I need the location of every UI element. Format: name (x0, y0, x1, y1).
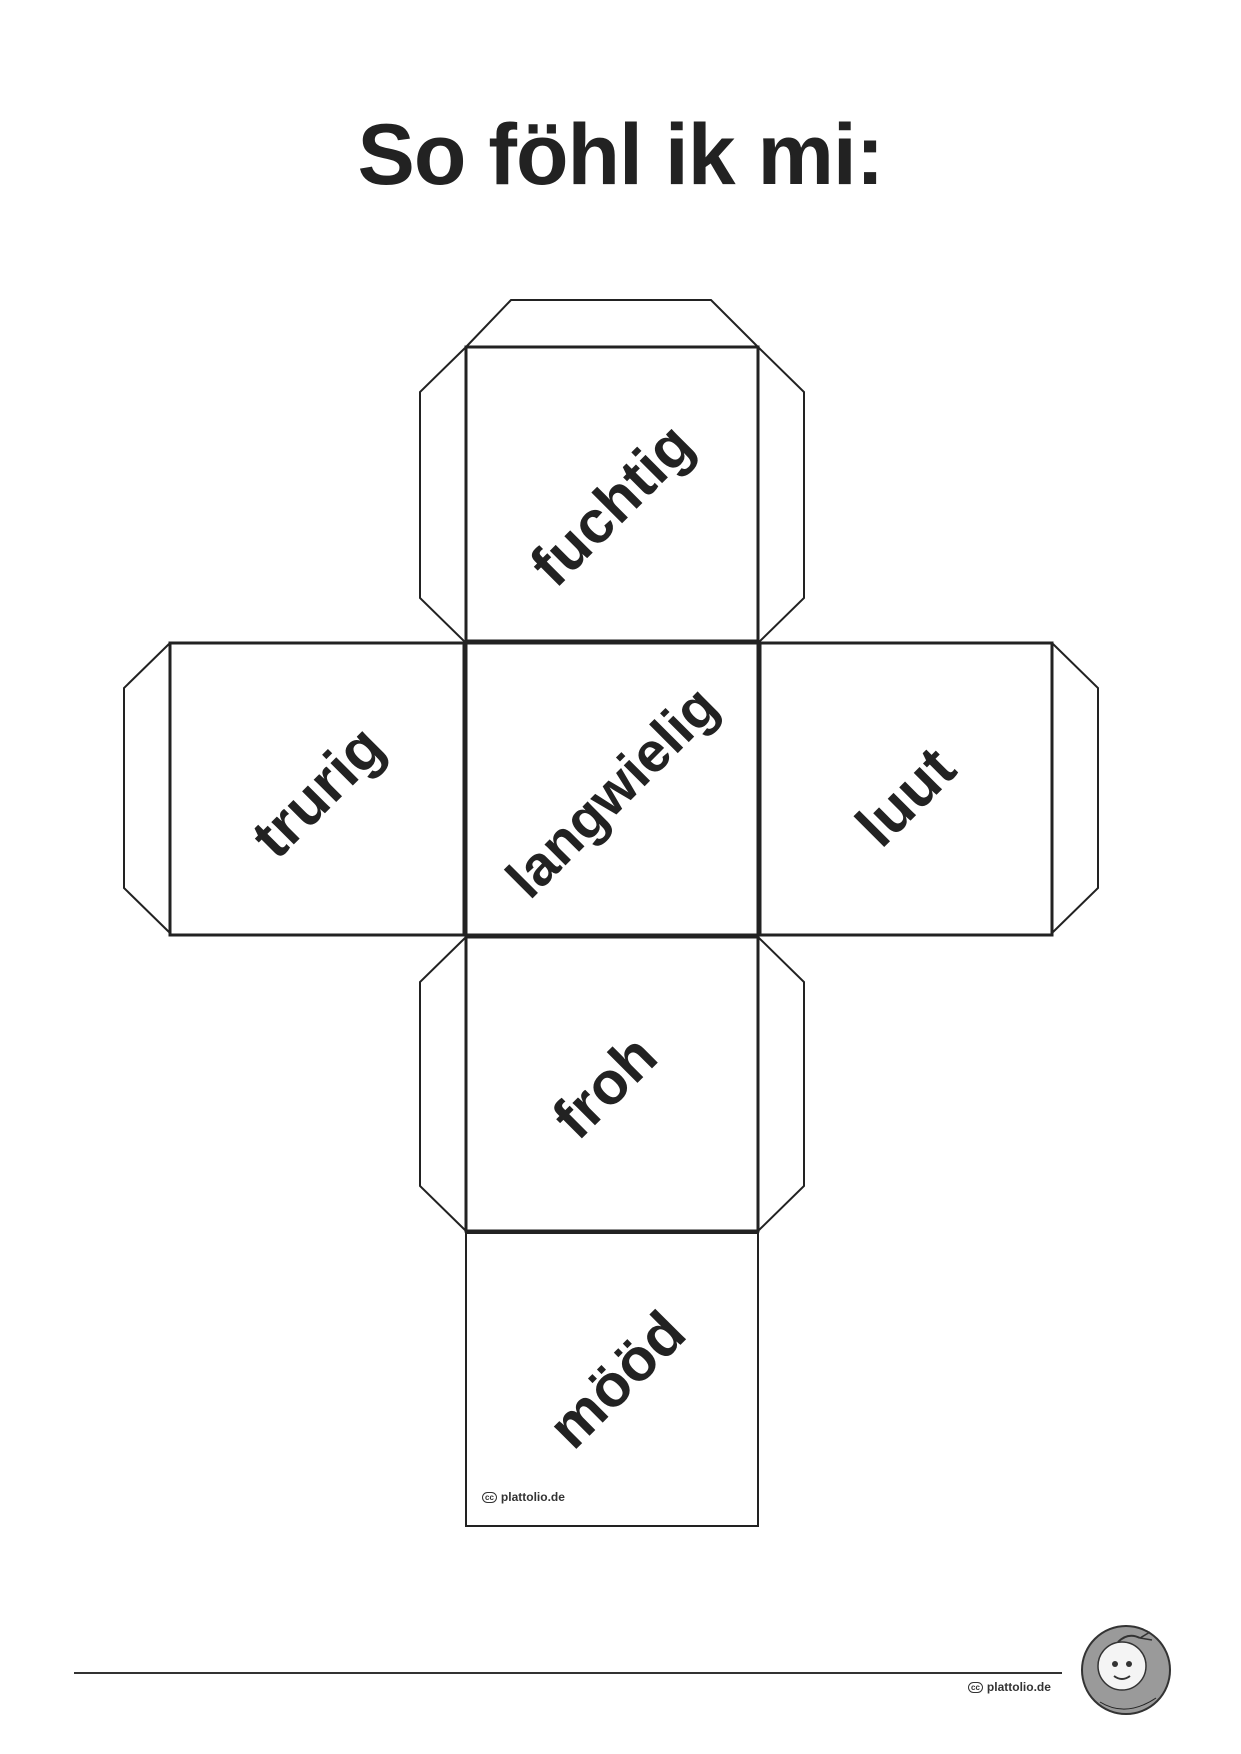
face-last (465, 1232, 759, 1527)
cc-license-icon: cc (968, 1681, 983, 1693)
face-left (168, 641, 466, 937)
glue-flap-left (123, 642, 171, 934)
cc-license-icon: cc (482, 1491, 497, 1503)
face-bottom (464, 935, 760, 1233)
glue-flap-right (1051, 642, 1099, 934)
face-credit-text: plattolio.de (500, 1490, 565, 1504)
plattolio-logo (1081, 1625, 1171, 1715)
glue-flap-top (465, 299, 759, 348)
footer-credit: cc plattolio.de (968, 1680, 1051, 1694)
face-top (464, 345, 760, 643)
glue-flap-bottom-right (757, 936, 805, 1232)
footer-credit-text: plattolio.de (986, 1680, 1051, 1694)
page-title: So föhl ik mi: (357, 107, 885, 203)
glue-flap-bottom-left (419, 936, 467, 1232)
glue-flap-top-left (419, 346, 467, 644)
face-center (464, 641, 760, 937)
footer-divider (74, 1672, 1062, 1674)
face-credit: cc plattolio.de (482, 1490, 565, 1504)
glue-flap-top-right (757, 346, 805, 644)
face-right (758, 641, 1054, 937)
